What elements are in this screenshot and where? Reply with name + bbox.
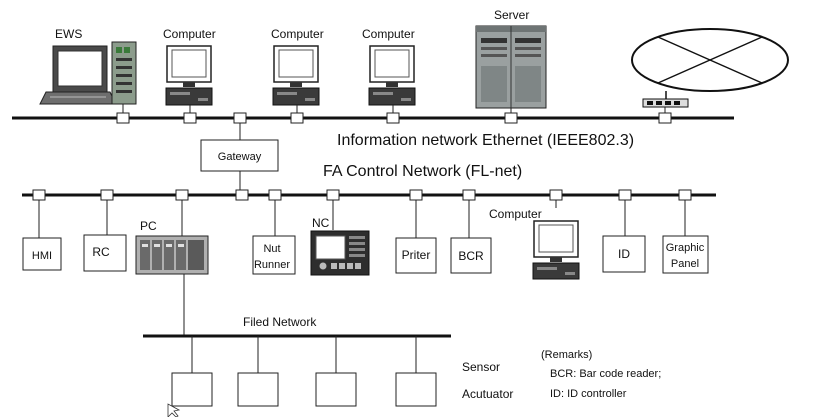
remarks-id: ID: ID controller xyxy=(550,388,627,400)
fa-connector xyxy=(100,189,114,201)
rc-box xyxy=(83,234,127,272)
bcr-box xyxy=(450,237,492,274)
computer-1-icon xyxy=(165,45,213,106)
ews-workstation-icon xyxy=(39,41,137,105)
server-label: Server xyxy=(494,8,529,22)
id-box xyxy=(602,235,646,273)
pc-plc-icon xyxy=(135,235,209,275)
sensor-label: Sensor xyxy=(462,360,500,374)
nut-runner-label-line2: Runner xyxy=(254,259,290,271)
nut-runner-label-line1: Nut xyxy=(263,243,280,255)
field-device-box xyxy=(315,372,357,407)
graphic-panel-box xyxy=(662,235,709,274)
computer-2-label: Computer xyxy=(271,27,324,41)
computer-1-label: Computer xyxy=(163,27,216,41)
nut-runner-box xyxy=(252,235,296,275)
remarks-bcr: BCR: Bar code reader; xyxy=(550,368,661,380)
info-connector xyxy=(290,112,304,124)
printer-box xyxy=(395,237,437,274)
fa-computer-label: Computer xyxy=(489,207,542,221)
fa-connector xyxy=(549,189,563,201)
info-connector xyxy=(183,112,197,124)
fa-connector xyxy=(235,189,249,201)
field-device-box xyxy=(171,372,213,407)
printer-label: Priter xyxy=(402,248,431,262)
fa-computer-icon xyxy=(532,220,580,280)
hmi-box xyxy=(22,237,62,271)
computer-3-icon xyxy=(368,45,416,106)
gateway-label: Gateway xyxy=(218,151,262,163)
ring-network-icon xyxy=(631,28,789,108)
fa-connector xyxy=(268,189,282,201)
information-network-label: Information network Ethernet (IEEE802.3) xyxy=(337,132,634,149)
remarks-title: (Remarks) xyxy=(541,349,592,361)
info-connector xyxy=(233,112,247,124)
pc-label: PC xyxy=(140,219,157,233)
fa-connector xyxy=(326,189,340,201)
field-device-box xyxy=(395,372,437,407)
fa-connector xyxy=(32,189,46,201)
bcr-label: BCR xyxy=(458,249,484,263)
nc-label: NC xyxy=(312,216,330,230)
computer-2-icon xyxy=(272,45,320,106)
info-connector xyxy=(116,112,130,124)
graphic-panel-label-line2: Panel xyxy=(671,258,699,270)
fa-connector xyxy=(175,189,189,201)
nc-controller-icon xyxy=(310,230,370,276)
fa-connector xyxy=(678,189,692,201)
actuator-label: Acutuator xyxy=(462,387,513,401)
hmi-label: HMI xyxy=(32,250,52,262)
fa-connector xyxy=(462,189,476,201)
computer-3-label: Computer xyxy=(362,27,415,41)
ews-label: EWS xyxy=(55,27,82,41)
field-device-box xyxy=(237,372,279,407)
gateway-box xyxy=(200,139,279,172)
fa-connector xyxy=(409,189,423,201)
info-connector xyxy=(658,112,672,124)
graphic-panel-label-line1: Graphic xyxy=(666,242,705,254)
rc-label: RC xyxy=(92,245,110,259)
id-label: ID xyxy=(618,247,630,261)
field-network-label: Filed Network xyxy=(243,315,317,329)
info-connector xyxy=(504,112,518,124)
info-connector xyxy=(386,112,400,124)
fa-control-network-label: FA Control Network (FL-net) xyxy=(323,163,522,180)
fa-connector xyxy=(618,189,632,201)
server-rack-icon xyxy=(475,25,547,109)
